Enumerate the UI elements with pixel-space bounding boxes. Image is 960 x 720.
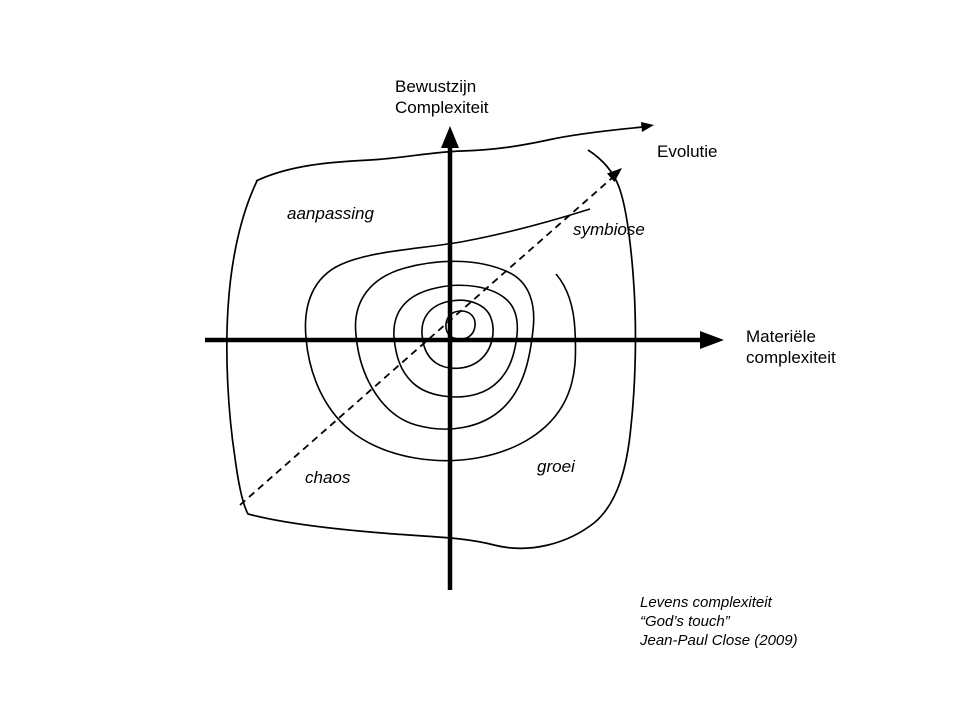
- top-wavy-arrow: [255, 126, 644, 182]
- contour-loop-2: [393, 284, 519, 398]
- caption-line3: Jean-Paul Close (2009): [640, 632, 798, 649]
- y-axis-label-line2: Complexiteit: [395, 98, 489, 117]
- contour-loop-3: [421, 299, 494, 370]
- y-axis-arrowhead: [441, 126, 459, 148]
- caption: Levens complexiteit “God’s touch” Jean-P…: [640, 593, 798, 650]
- evolution-dashed-arrowhead: [607, 168, 622, 182]
- x-axis-label-line1: Materiële: [746, 327, 816, 346]
- caption-line2: “God’s touch”: [640, 613, 730, 630]
- x-axis-label: Materiële complexiteit: [746, 326, 836, 368]
- x-axis-arrowhead: [700, 331, 724, 349]
- top-wavy-arrowhead: [641, 122, 654, 132]
- y-axis-label-line1: Bewustzijn: [395, 77, 477, 96]
- x-axis-label-line2: complexiteit: [746, 348, 836, 367]
- contour-spiral-arm: [304, 208, 591, 462]
- quadrant-label-groei: groei: [537, 457, 575, 476]
- evolution-label: Evolutie: [657, 142, 718, 161]
- quadrant-label-symbiose: symbiose: [573, 220, 645, 239]
- contour-loop-1: [354, 260, 535, 430]
- boundary-blob: [226, 149, 637, 550]
- quadrant-label-chaos: chaos: [305, 468, 351, 487]
- evolution-dashed-arrow: [239, 177, 613, 506]
- caption-line1: Levens complexiteit: [640, 594, 772, 611]
- quadrant-label-aanpassing: aanpassing: [287, 204, 374, 223]
- y-axis-label: Bewustzijn Complexiteit: [395, 76, 489, 118]
